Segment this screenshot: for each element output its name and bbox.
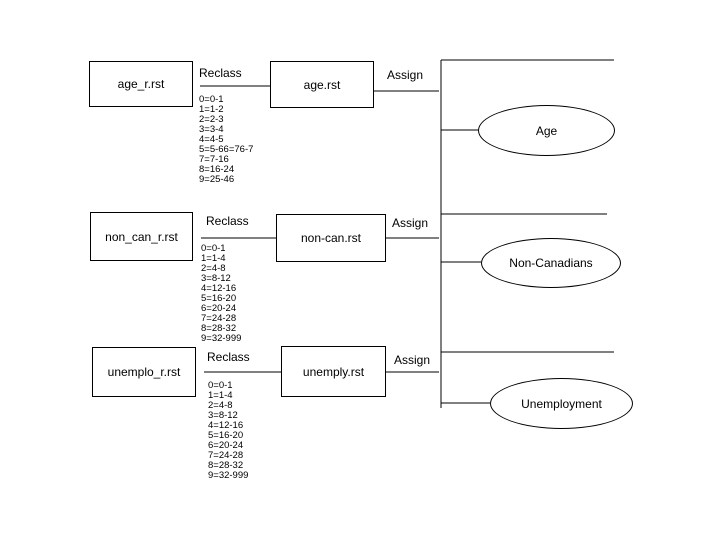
reclass-rule: 1=1-4: [208, 390, 233, 401]
target-ellipse-unemployment-label: Unemployment: [521, 396, 602, 411]
target-ellipse-unemployment: Unemployment: [490, 378, 633, 429]
assign-label-non-canadians: Assign: [392, 216, 429, 230]
reclass-rule: 2=4-8: [201, 263, 226, 274]
source-raster-non-canadians: non_can_r.rst: [90, 212, 193, 261]
target-ellipse-non-canadians-label: Non-Canadians: [509, 256, 593, 270]
reclass-rule: 4=12-16: [201, 283, 237, 294]
output-raster-age: age.rst: [270, 61, 374, 108]
reclass-rule: 2=4-8: [208, 400, 233, 411]
source-raster-unemployment: unemplo_r.rst: [92, 347, 196, 397]
reclass-rule: 3=8-12: [208, 410, 238, 421]
reclass-rule: 0=0-1: [199, 94, 224, 105]
reclass-rules-unemployment: 0=0-1 1=1-4 2=4-8 3=8-12 4=12-16 5=16-20…: [208, 381, 248, 481]
reclass-rule: 1=1-4: [201, 253, 226, 264]
reclass-rule: 9=32-999: [208, 470, 249, 481]
reclass-rule: 7=24-28: [208, 450, 244, 461]
reclass-rule: 9=25-46: [199, 174, 235, 185]
reclass-rule: 5=16-20: [201, 293, 237, 304]
reclass-rule: 0=0-1: [201, 243, 226, 254]
reclass-rule: 9=32-999: [201, 333, 242, 344]
reclass-rule: 8=28-32: [208, 460, 244, 471]
output-raster-non-canadians: non-can.rst: [276, 214, 386, 262]
reclass-rules-age: 0=0-1 1=1-2 2=2-3 3=3-4 4=4-5 5=5-66=76-…: [199, 95, 253, 185]
reclass-label-non-canadians: Reclass: [206, 214, 249, 228]
reclass-rule: 3=8-12: [201, 273, 231, 284]
target-ellipse-non-canadians: Non-Canadians: [481, 238, 621, 288]
reclass-rule: 3=3-4: [199, 124, 224, 135]
target-ellipse-age-label: Age: [535, 123, 558, 138]
reclass-rule: 5=5-66=76-7: [199, 144, 254, 155]
output-raster-age-label: age.rst: [303, 77, 341, 92]
reclass-rules-non-canadians: 0=0-1 1=1-4 2=4-8 3=8-12 4=12-16 5=16-20…: [201, 244, 241, 344]
assign-label-unemployment: Assign: [394, 353, 431, 367]
reclass-rule: 6=20-24: [208, 440, 244, 451]
reclass-label-age: Reclass: [199, 66, 242, 80]
reclass-rule: 7=24-28: [201, 313, 237, 324]
reclass-rule: 5=16-20: [208, 430, 244, 441]
reclass-label-unemployment: Reclass: [207, 350, 250, 364]
reclass-rule: 8=16-24: [199, 164, 235, 175]
source-raster-age: age_r.rst: [89, 61, 193, 107]
assign-label-age: Assign: [387, 68, 424, 82]
reclass-rule: 4=12-16: [208, 420, 244, 431]
target-ellipse-age: Age: [478, 105, 615, 156]
reclass-rule: 7=7-16: [199, 154, 229, 165]
source-raster-unemployment-label: unemplo_r.rst: [107, 365, 181, 379]
source-raster-non-canadians-label: non_can_r.rst: [105, 229, 178, 244]
output-raster-unemployment: unemply.rst: [281, 346, 386, 397]
reclass-rule: 1=1-2: [199, 104, 224, 115]
output-raster-unemployment-label: unemply.rst: [302, 364, 365, 379]
reclass-rule: 4=4-5: [199, 134, 224, 145]
reclass-rule: 2=2-3: [199, 114, 224, 125]
source-raster-age-label: age_r.rst: [117, 77, 165, 91]
reclass-rule: 6=20-24: [201, 303, 237, 314]
reclass-rule: 8=28-32: [201, 323, 237, 334]
reclass-rule: 0=0-1: [208, 380, 233, 391]
output-raster-non-canadians-label: non-can.rst: [300, 231, 362, 245]
